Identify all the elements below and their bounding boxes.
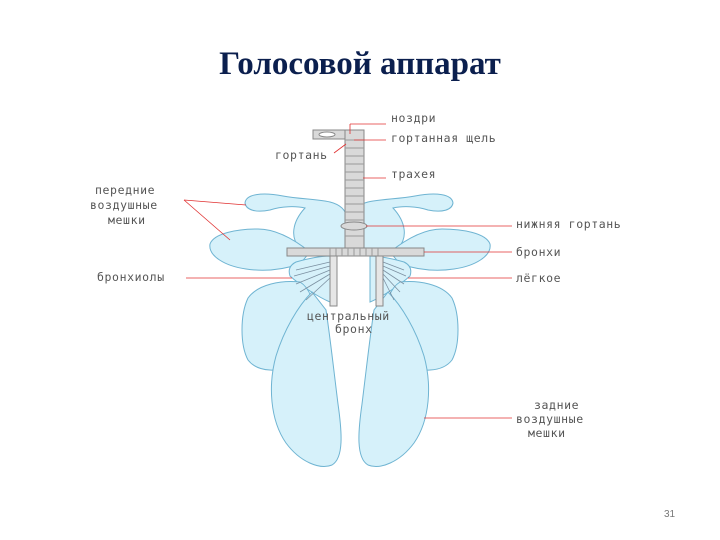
label-central-bronchus-2: бронх [335,322,373,336]
leader-larynx [333,143,347,154]
label-nostrils: ноздри [391,111,436,125]
leader-anterior-1 [183,199,247,206]
airway-structure [286,129,425,307]
posterior-air-sac-right [358,291,430,467]
page-number: 31 [664,509,676,520]
label-larynx: гортань [275,148,328,162]
nostril-opening [318,131,336,138]
label-glottis: гортанная щель [391,131,496,145]
label-anterior-sacs-3: мешки [108,213,146,227]
central-bronchus-left [329,255,338,307]
posterior-air-sac-left [270,291,342,467]
label-posterior-sacs-1: задние [534,398,579,412]
label-bronchioles: бронхиолы [97,270,165,284]
slide-title: Голосовой аппарат [219,46,501,82]
bronchi-bar [286,247,425,257]
label-lung: лёгкое [516,271,561,285]
leader-anterior-2 [183,199,231,241]
label-anterior-sacs-1: передние [95,183,155,197]
label-posterior-sacs-3: мешки [528,426,566,440]
anterior-air-sac-right-lobe [389,228,491,271]
bronchioles-lines [293,261,407,301]
anterior-air-sac-left-lobe [209,228,311,271]
label-trachea: трахея [391,167,436,181]
label-posterior-sacs-2: воздушные [516,412,584,426]
central-bronchus-right [375,255,384,307]
label-anterior-sacs-2: воздушные [90,198,158,212]
bronchi-rings [329,248,379,256]
trachea-rings [345,139,364,237]
label-bronchi: бронхи [516,245,561,259]
label-lower-larynx: нижняя гортань [516,217,621,231]
leader-lines [183,123,512,419]
syrinx [340,221,368,231]
label-central-bronchus-1: центральный [307,309,390,323]
diagram-labels: ноздри гортанная щель гортань трахея пер… [90,111,621,440]
